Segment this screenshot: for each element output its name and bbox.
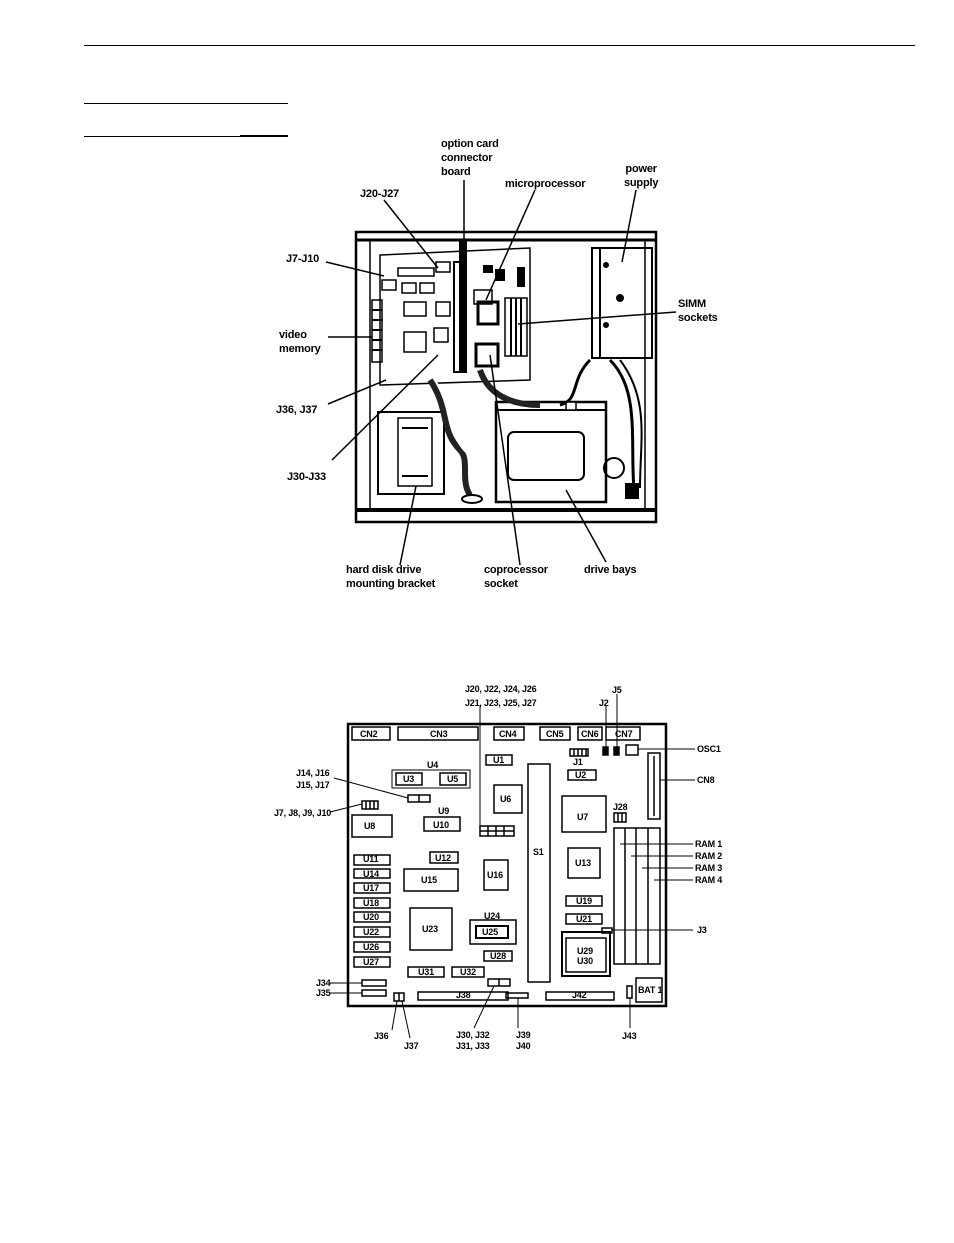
chip-u15: U15 — [421, 875, 437, 885]
chip-u1: U1 — [493, 755, 505, 765]
label-cn6: CN6 — [581, 729, 599, 739]
label-option-card-connector-board: option card connector board — [441, 137, 499, 179]
label-coprocessor-socket: coprocessor socket — [484, 563, 548, 591]
computer-interior-drawing — [325, 180, 677, 566]
chip-u24: U24 — [484, 911, 500, 921]
chip-u23: U23 — [422, 924, 438, 934]
label-line: power — [625, 163, 657, 175]
label-line: option card — [441, 138, 499, 150]
callout-osc1: OSC1 — [697, 744, 721, 754]
chip-u10: U10 — [433, 820, 449, 830]
chip-u19: U19 — [576, 896, 592, 906]
chip-j38: J38 — [456, 990, 471, 1000]
label-j30-j33: J30-J33 — [287, 471, 326, 483]
callout-ram1: RAM 1 — [695, 839, 723, 849]
chip-j42: J42 — [572, 990, 587, 1000]
callout-ram3: RAM 3 — [695, 863, 723, 873]
chip-j1: J1 — [573, 757, 583, 767]
label-simm-sockets: SIMM sockets — [678, 297, 718, 325]
title-underline-2-thick — [240, 135, 288, 137]
chip-u7: U7 — [577, 812, 589, 822]
header-rule — [84, 45, 915, 46]
chip-u9: U9 — [438, 806, 450, 816]
callout-j3: J3 — [697, 925, 707, 935]
title-underline-1 — [84, 103, 288, 104]
chip-u6: U6 — [500, 794, 512, 804]
chip-bat1: BAT 1 — [638, 985, 663, 995]
label-line: mounting bracket — [346, 578, 436, 590]
chip-u26: U26 — [363, 942, 379, 952]
callout-j40: J40 — [516, 1041, 531, 1051]
label-line: hard disk drive — [346, 564, 422, 576]
callout-j14-j16: J14, J16 — [296, 768, 330, 778]
chip-u31: U31 — [418, 967, 434, 977]
callout-j15-j17: J15, J17 — [296, 780, 330, 790]
chip-u27: U27 — [363, 957, 379, 967]
label-j7-j10: J7-J10 — [286, 253, 320, 265]
callout-j7-j10: J7, J8, J9, J10 — [274, 808, 332, 818]
label-line: board — [441, 166, 471, 178]
label-cn2: CN2 — [360, 729, 378, 739]
figure-1-computer-interior: option card connector board microprocess… — [0, 0, 954, 620]
callout-j21-j27: J21, J23, J25, J27 — [465, 698, 537, 708]
label-cn5: CN5 — [546, 729, 564, 739]
label-line: sockets — [678, 312, 718, 324]
label-cn4: CN4 — [499, 729, 517, 739]
callout-cn8: CN8 — [697, 775, 715, 785]
label-line: SIMM — [678, 298, 706, 310]
chip-u20: U20 — [363, 912, 379, 922]
chip-u29: U29 — [577, 946, 593, 956]
chip-u14: U14 — [363, 869, 379, 879]
label-line: memory — [279, 343, 321, 355]
label-j36-j37: J36, J37 — [276, 404, 318, 416]
callout-j5: J5 — [612, 685, 622, 695]
chip-u17: U17 — [363, 883, 379, 893]
chip-u30: U30 — [577, 956, 593, 966]
chip-u11: U11 — [363, 854, 379, 864]
label-line: connector — [441, 152, 493, 164]
callout-j31-j33: J31, J33 — [456, 1041, 490, 1051]
callout-j20-j26: J20, J22, J24, J26 — [465, 684, 537, 694]
callout-j35: J35 — [316, 988, 331, 998]
chip-u25: U25 — [482, 927, 498, 937]
callout-j34: J34 — [316, 978, 331, 988]
chip-u18: U18 — [363, 898, 379, 908]
label-power-supply: power supply — [624, 162, 658, 190]
chip-s1: S1 — [533, 847, 544, 857]
chip-u28: U28 — [490, 951, 506, 961]
label-microprocessor: microprocessor — [505, 178, 586, 190]
callout-j43: J43 — [622, 1031, 637, 1041]
chip-u32: U32 — [460, 967, 476, 977]
callout-j36: J36 — [374, 1031, 389, 1041]
chip-u21: U21 — [576, 914, 592, 924]
callout-j37: J37 — [404, 1041, 419, 1051]
label-line: video — [279, 329, 307, 341]
label-line: socket — [484, 578, 518, 590]
title-underline-2 — [84, 136, 288, 137]
label-video-memory: video memory — [279, 328, 321, 356]
chip-j28: J28 — [613, 802, 628, 812]
chip-u12: U12 — [435, 853, 451, 863]
label-hard-disk-drive-mounting-bracket: hard disk drive mounting bracket — [346, 563, 435, 591]
chip-u4: U4 — [427, 760, 439, 770]
chip-u8: U8 — [364, 821, 376, 831]
chip-u16: U16 — [487, 870, 503, 880]
chip-u2: U2 — [575, 770, 587, 780]
label-j20-j27: J20-J27 — [360, 188, 399, 200]
callout-ram4: RAM 4 — [695, 875, 723, 885]
chip-u13: U13 — [575, 858, 591, 868]
label-line: supply — [624, 177, 659, 189]
callout-j30-j32: J30, J32 — [456, 1030, 490, 1040]
label-cn7: CN7 — [615, 729, 633, 739]
callout-j39: J39 — [516, 1030, 531, 1040]
chip-u3: U3 — [403, 774, 415, 784]
label-cn3: CN3 — [430, 729, 448, 739]
callout-ram2: RAM 2 — [695, 851, 723, 861]
chip-u22: U22 — [363, 927, 379, 937]
label-drive-bays: drive bays — [584, 564, 637, 576]
chip-u5: U5 — [447, 774, 459, 784]
label-line: coprocessor — [484, 564, 548, 576]
callout-j2: J2 — [599, 698, 609, 708]
